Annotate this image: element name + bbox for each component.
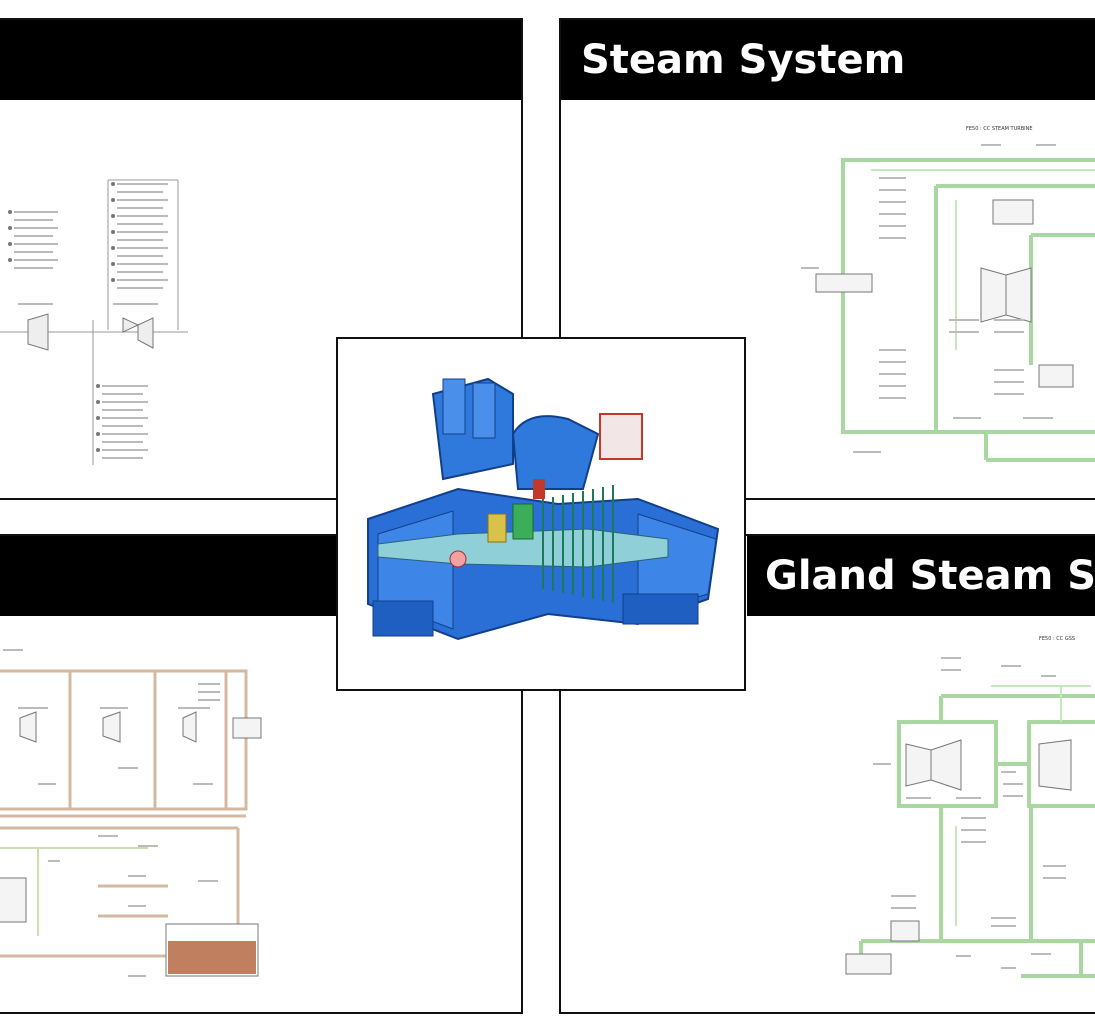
diagram-caption: FE50 : CC STEAM TURBINE [966,126,1033,132]
panel-steam-system: FE50 : CC STEAM TURBINE Steam System [559,18,1095,500]
panel-title-gland-steam-system: Gland Steam Sys [747,536,1095,616]
panel-title [0,20,521,100]
steam-system-diagram: FE50 : CC STEAM TURBINE [801,126,1095,462]
diagram-caption: FE50 : CC GSS [1039,636,1075,642]
oil-tank-fill [168,941,256,974]
gland-steam-diagram: FE50 : CC GSS [845,636,1095,978]
instrument-diagram [0,179,188,465]
panel-top-left [0,18,523,500]
steam-turbine-cutaway-icon [367,377,720,641]
turbine-illustration-panel [336,337,746,691]
panel-title [0,536,339,616]
panel-title-steam-system: Steam System [561,20,1095,100]
lube-oil-diagram [0,649,262,977]
